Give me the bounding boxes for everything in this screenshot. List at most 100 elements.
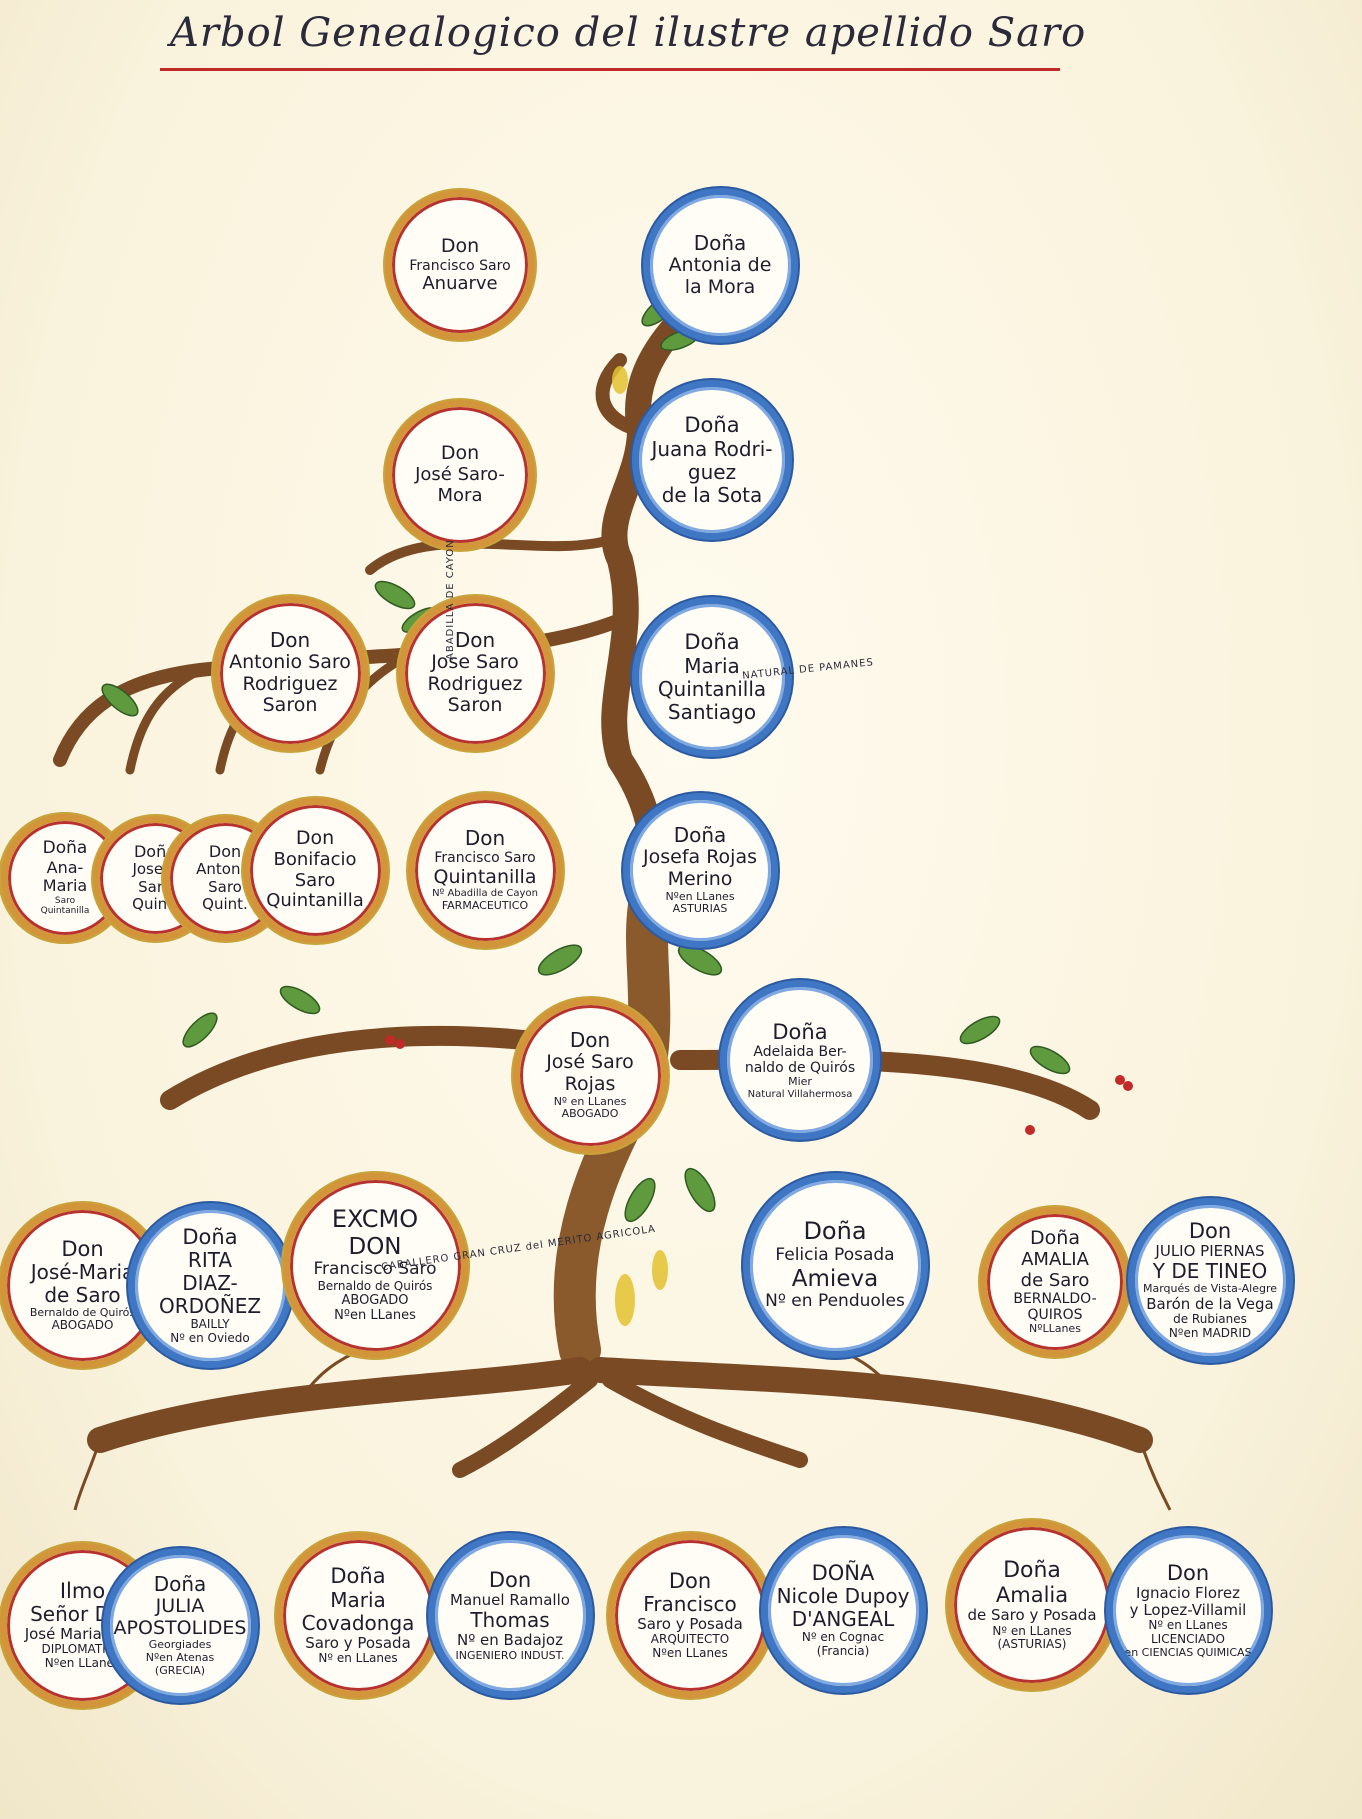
person-line: Antonio [196, 860, 254, 879]
person-line: ABOGADO [51, 1318, 114, 1333]
person-line: Saro y Posada [305, 1633, 411, 1652]
person-line: Saro [208, 877, 242, 896]
person-line: ABOGADO [341, 1292, 409, 1308]
person-line: Doña [42, 838, 88, 859]
person-line: Don [208, 841, 242, 861]
person-line: LICENCIADO [1151, 1632, 1225, 1646]
person-line: Amieva [791, 1265, 879, 1292]
person-line: DIPLOMATICO [41, 1642, 124, 1657]
person-line: BAILLY [190, 1316, 230, 1331]
person-line: de Saro y Posada [967, 1606, 1097, 1625]
person-line: Nºen MADRID [1168, 1326, 1252, 1341]
person-line: Doña [182, 1224, 238, 1249]
person-line: Antonia de [668, 253, 772, 276]
person-line: Doña [133, 841, 177, 861]
person-line: Doña [153, 1571, 207, 1596]
person-line: Manuel Ramallo [450, 1591, 570, 1609]
title-underline [160, 68, 1060, 71]
person-line: Rodriguez [242, 672, 338, 695]
person-line: Nº en LLanes [318, 1650, 398, 1665]
person-line: NºLLanes [1029, 1322, 1081, 1336]
person-line: Quint. [202, 894, 248, 913]
person-line: Josefa Rojas [643, 846, 757, 869]
person-line: ARQUITECTO [650, 1632, 730, 1647]
person-line: Mier [788, 1075, 812, 1089]
person-line: ASTURIAS [672, 902, 728, 916]
person-line: (Francia) [816, 1644, 870, 1659]
person-line: Nº en Cognac [801, 1630, 885, 1645]
person-line: Nºen LLanes [44, 1656, 121, 1671]
person-line: de Saro [44, 1282, 121, 1307]
person-line: JULIO PIERNAS [1155, 1242, 1265, 1261]
person-line: Y DE TINEO [1152, 1259, 1268, 1284]
person-line: Maria [42, 876, 88, 896]
person-line: Don [440, 442, 480, 465]
person-line: la Mora [684, 275, 756, 298]
person-line: Amalia [995, 1583, 1069, 1608]
person-line: Ana- [46, 858, 84, 878]
person-line: Bonifacio [273, 848, 357, 870]
person-line: EXCMO [331, 1205, 419, 1234]
person-line: Don [488, 1567, 532, 1592]
person-line: Bernaldo de Quirós [29, 1305, 136, 1319]
person-line: Saro y Posada [637, 1615, 743, 1634]
person-line: Saro [294, 869, 336, 891]
person-line: Nº en Badajoz [457, 1631, 563, 1650]
person-line: DIAZ-ORDOÑEZ [158, 1270, 262, 1318]
person-line: Quintanilla [433, 865, 537, 888]
person-line: Rodriguez [427, 672, 523, 695]
annotation-abadilla: ABADILLA DE CAYON [445, 539, 456, 660]
person-line: Saron [447, 694, 503, 717]
person-line: Francisco [643, 1592, 737, 1617]
person-line: guez [687, 459, 737, 484]
person-line: y Lopez-Villamil [1129, 1600, 1247, 1619]
person-line: Don [269, 627, 311, 652]
person-line: Ignacio Florez [1136, 1583, 1240, 1602]
person-line: Nº en Penduoles [765, 1291, 905, 1312]
person-line: Antonio Saro [229, 650, 351, 673]
person-line: DOÑA [811, 1561, 875, 1586]
person-line: Doña [1003, 1557, 1061, 1583]
person-line: Quintanilla [657, 676, 767, 701]
person-line: Doña [684, 413, 740, 438]
person-line: Don [1166, 1560, 1210, 1585]
person-line: Don [569, 1028, 611, 1053]
person-line: Nº Abadilla de Cayon [432, 888, 538, 900]
person-line: Juana Rodri- [651, 436, 773, 461]
person-line: Marqués de Vista-Alegre [1143, 1282, 1277, 1296]
person-line: Doña [330, 1564, 386, 1589]
person-line: Bernaldo de Quirós [317, 1278, 433, 1293]
person-line: Doña [673, 823, 727, 848]
page-title: Arbol Genealogico del ilustre apellido S… [170, 10, 1087, 56]
person-line: Rojas [564, 1072, 616, 1095]
person-line: Felicia Posada [775, 1245, 895, 1266]
person-line: Adelaida Ber- [753, 1043, 847, 1060]
person-line: Francisco Saro [434, 850, 536, 867]
person-line: Nº en LLanes [553, 1094, 627, 1108]
person-line: naldo de Quirós [744, 1060, 856, 1076]
person-line: Doña [803, 1217, 867, 1246]
person-line: Nº en Oviedo [170, 1330, 250, 1345]
person-line: Francisco Saro [409, 257, 511, 274]
person-line: BERNALDO-QUIROS [1013, 1291, 1097, 1324]
person-line: Quintanilla [266, 890, 364, 912]
